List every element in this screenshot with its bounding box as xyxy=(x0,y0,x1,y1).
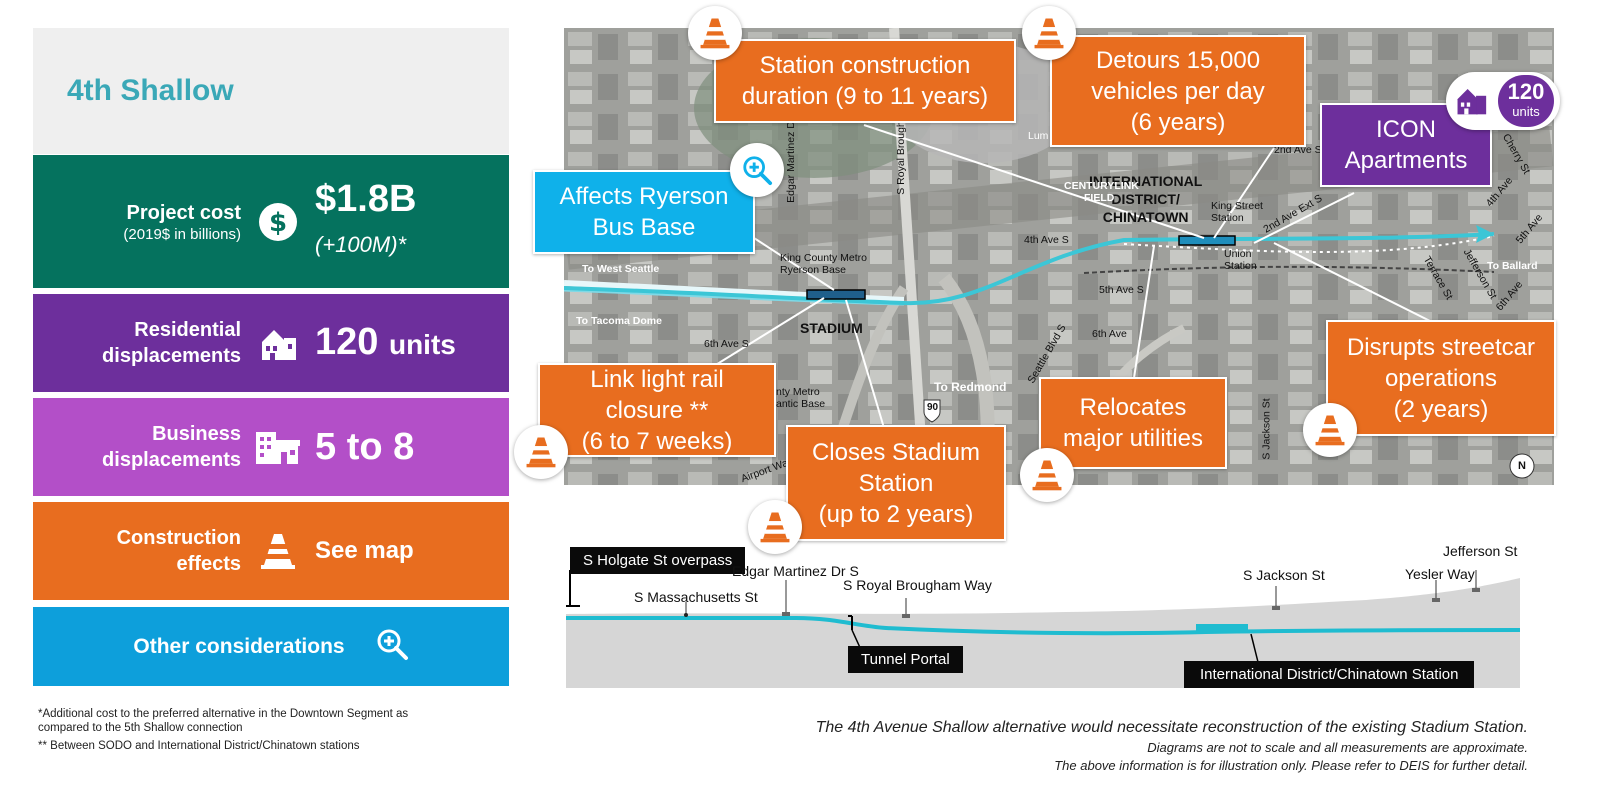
construction-value: See map xyxy=(315,537,414,564)
units-badge: 120 units xyxy=(1446,72,1560,130)
map-label-stadium: STADIUM xyxy=(800,320,863,336)
cone-icon xyxy=(1022,6,1076,60)
business-card: Business displacements 5 to 8 xyxy=(33,398,509,496)
svg-text:$: $ xyxy=(269,208,287,238)
project-cost-note: (+100M)* xyxy=(315,231,407,257)
i90-shield-icon: 90 xyxy=(927,402,939,413)
project-cost-label: Project cost (2019$ in billions) xyxy=(33,200,241,244)
cone-icon xyxy=(748,500,802,554)
map-label-royal-brougham: S Royal Brough xyxy=(894,121,907,195)
other-considerations-label: Other considerations xyxy=(133,634,345,658)
map-label-5th-ave: 5th Ave S xyxy=(1099,284,1144,296)
construction-label: Construction effects xyxy=(116,527,241,575)
disclaimer-illustration: The above information is for illustratio… xyxy=(1054,758,1528,773)
construction-card: Construction effects See map xyxy=(33,502,509,600)
business-label: Business displacements xyxy=(102,423,241,471)
profile-graphics xyxy=(566,570,1521,688)
map-label-6th-ave: 6th Ave xyxy=(1092,328,1127,340)
zoom-icon[interactable] xyxy=(375,627,409,666)
title-card: 4th Shallow xyxy=(33,28,509,154)
label-tunnel-portal: Tunnel Portal xyxy=(848,646,963,673)
project-cost-value: $1.8B (+100M)* xyxy=(315,179,416,265)
label-royal-brougham: S Royal Brougham Way xyxy=(843,577,992,593)
zoom-icon[interactable] xyxy=(730,143,784,197)
project-cost-sublabel: (2019$ in billions) xyxy=(123,225,241,243)
map-label-union-station: Union Station xyxy=(1224,248,1257,272)
map-label-edgar-martinez: Edgar Martinez D xyxy=(784,121,797,203)
map-label-redmond: To Redmond xyxy=(934,380,1007,394)
map-label-lumen: Lum xyxy=(1028,130,1049,142)
project-cost-title: Project cost xyxy=(126,201,241,224)
map-label-intl-district: INTERNATIONAL DISTRICT/ CHINATOWN xyxy=(1089,173,1203,225)
map-label-king-street: King Street Station xyxy=(1211,200,1263,224)
north-arrow-icon: N xyxy=(1518,460,1526,472)
label-massachusetts: S Massachusetts St xyxy=(634,589,758,605)
cone-icon xyxy=(1020,448,1074,502)
disclaimer-main: The 4th Avenue Shallow alternative would… xyxy=(815,719,1528,736)
house-icon xyxy=(241,324,315,362)
map-label-4th-ave: 4th Ave S xyxy=(1024,234,1069,246)
cone-icon xyxy=(688,6,742,60)
units-count: 120 units xyxy=(1498,75,1554,127)
cone-icon xyxy=(514,425,568,479)
disclaimer-scale: Diagrams are not to scale and all measur… xyxy=(1147,740,1528,755)
footnote-cost: *Additional cost to the preferred altern… xyxy=(38,708,409,734)
map-label-west-seattle: To West Seattle xyxy=(582,263,660,275)
label-jackson: S Jackson St xyxy=(1243,567,1325,583)
dollar-icon: $ xyxy=(241,202,315,242)
map-label-ballard: To Ballard xyxy=(1487,260,1538,272)
label-yesler: Yesler Way xyxy=(1405,566,1475,582)
building-icon xyxy=(241,428,315,466)
label-edgar-martinez: Edgar Martinez Dr S xyxy=(732,563,859,579)
map-label-2nd-ave: 2nd Ave S xyxy=(1274,144,1322,156)
project-cost-card: Project cost (2019$ in billions) $ $1.8B… xyxy=(33,155,509,288)
map-label-centurylink: CENTURYLINK xyxy=(1064,180,1139,192)
map-label-field: FIELD xyxy=(1084,192,1115,204)
map-label-tacoma-dome: To Tacoma Dome xyxy=(576,315,662,327)
page-title: 4th Shallow xyxy=(67,74,234,107)
elevation-profile: S Holgate St overpass S Massachusetts St… xyxy=(566,540,1521,690)
cone-icon xyxy=(241,531,315,571)
cone-icon xyxy=(1303,403,1357,457)
label-intl-station: International District/Chinatown Station xyxy=(1184,661,1475,688)
map-label-atlantic-base: nty Metro antic Base xyxy=(776,386,826,410)
business-value: 5 to 8 xyxy=(315,426,415,468)
residential-label: Residential displacements xyxy=(102,319,241,367)
house-icon xyxy=(1454,84,1488,121)
footnote-closure: ** Between SODO and International Distri… xyxy=(38,740,360,752)
residential-card: Residential displacements 120 units xyxy=(33,294,509,392)
map-label-ryerson-base: King County Metro Ryerson Base xyxy=(780,252,867,276)
map-label-s-jackson: S Jackson St xyxy=(1260,398,1273,460)
project-cost-amount: $1.8B xyxy=(315,177,417,220)
other-considerations-button[interactable]: Other considerations xyxy=(33,607,509,686)
residential-value: 120 units xyxy=(315,320,456,363)
map-label-6th-ave-s: 6th Ave S xyxy=(704,338,749,350)
label-jefferson: Jefferson St xyxy=(1443,543,1518,559)
label-holgate-overpass: S Holgate St overpass xyxy=(570,547,746,574)
